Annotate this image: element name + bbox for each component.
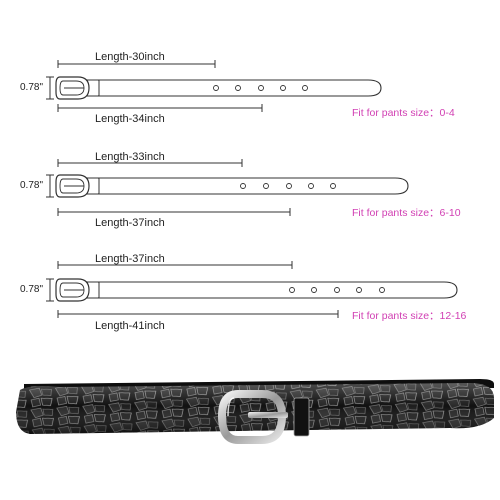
fit-size-2: Fit for pants size：6-10 [352,207,461,219]
length-label-long-3: Length-41inch [95,320,165,332]
buckle-icon [55,174,100,198]
length-label-long-2: Length-37inch [95,217,165,229]
crocodile-belt-photo-icon [16,379,494,444]
belt-diagram-2 [46,159,409,216]
fit-label-2: Fit for pants size： [352,207,440,219]
buckle-icon [55,278,100,302]
silver-buckle-icon [217,390,288,444]
fit-label-3: Fit for pants size： [352,310,440,322]
height-label-1: 0.78" [20,82,44,93]
belt-holes-2 [240,183,336,189]
belt-holes-1 [213,85,308,91]
belt-strap-1 [98,79,382,97]
length-label-short-1: Length-30inch [95,51,165,63]
fit-range-3: 12-16 [439,310,467,322]
fit-range-1: 0-4 [439,107,455,119]
fit-size-1: Fit for pants size：0-4 [352,107,455,119]
length-label-long-1: Length-34inch [95,113,165,125]
belt-diagram-1 [46,60,382,112]
length-label-short-2: Length-33inch [95,151,165,163]
belt-holes-3 [289,287,385,293]
belt-strap-3 [98,281,458,299]
belt-diagram-3 [46,261,458,318]
belt-strap-2 [98,177,409,195]
fit-label-1: Fit for pants size： [352,107,440,119]
buckle-icon [55,76,100,100]
fit-size-3: Fit for pants size：12-16 [352,310,466,322]
length-label-short-3: Length-37inch [95,253,165,265]
height-label-3: 0.78" [20,284,44,295]
fit-range-2: 6-10 [439,207,461,219]
height-label-2: 0.78" [20,180,44,191]
